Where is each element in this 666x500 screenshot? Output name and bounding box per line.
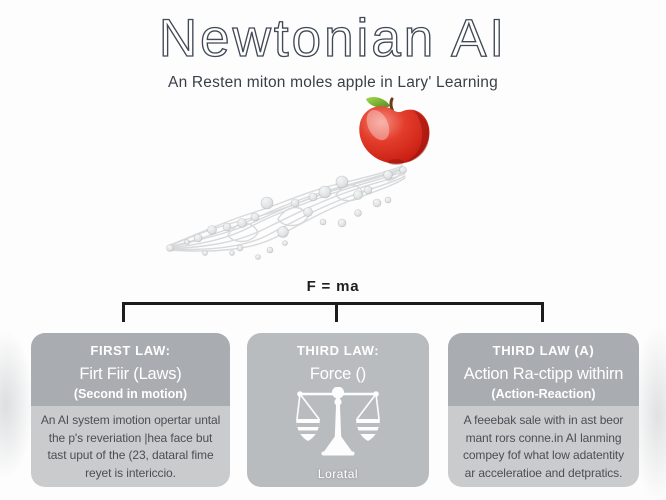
page-subtitle: An Resten miton moles apple in Lary' Lea… bbox=[168, 74, 498, 91]
card-third-law-header: THIRD LAW: Force () bbox=[247, 333, 429, 384]
card-body-text: An AI system imotion opertar untal the p… bbox=[40, 413, 221, 480]
card-subtitle: (Second in motion) bbox=[73, 387, 188, 401]
card-first-law-header: FIRST LAW: Firt Fiir (Laws) (Second in m… bbox=[31, 333, 230, 406]
apple-neural-stream-illustration bbox=[166, 97, 430, 260]
bracket-tick-left bbox=[122, 302, 125, 322]
background-smudge-left bbox=[0, 330, 34, 480]
balance-scale-icon bbox=[247, 386, 429, 463]
card-third-law-a: THIRD LAW (A) Action Ra-ctipp withirn (A… bbox=[448, 333, 639, 487]
card-caption: Loratal bbox=[317, 467, 359, 481]
apple-icon bbox=[359, 97, 430, 165]
card-heading: THIRD LAW: bbox=[296, 343, 380, 358]
neural-stream-nodes bbox=[166, 166, 407, 260]
card-heading: FIRST LAW: bbox=[90, 343, 171, 358]
formula-label: F = ma bbox=[306, 278, 360, 295]
card-third-law: THIRD LAW: Force () bbox=[247, 333, 429, 487]
card-title: Action Ra-ctipp withirn bbox=[463, 365, 624, 383]
card-third-law-a-header: THIRD LAW (A) Action Ra-ctipp withirn (A… bbox=[448, 333, 639, 406]
page-title: Newtonian AI bbox=[158, 8, 508, 68]
card-first-law-body: An AI system imotion opertar untal the p… bbox=[31, 406, 230, 487]
bracket-line bbox=[123, 302, 543, 305]
card-title: Firt Fiir (Laws) bbox=[79, 365, 182, 383]
bracket-tick-center bbox=[335, 302, 338, 322]
card-first-law: FIRST LAW: Firt Fiir (Laws) (Second in m… bbox=[31, 333, 230, 487]
card-title: Force () bbox=[309, 365, 367, 383]
card-body-text: A feeebak sale with in ast beor mant ror… bbox=[462, 413, 625, 480]
card-third-law-a-body: A feeebak sale with in ast beor mant ror… bbox=[448, 406, 639, 487]
neural-stream-icon bbox=[167, 164, 406, 252]
card-heading: THIRD LAW (A) bbox=[492, 343, 595, 358]
bracket-tick-right bbox=[541, 302, 544, 322]
card-subtitle: (Action-Reaction) bbox=[491, 387, 596, 401]
header: Newtonian AI An Resten miton moles apple… bbox=[0, 0, 666, 92]
